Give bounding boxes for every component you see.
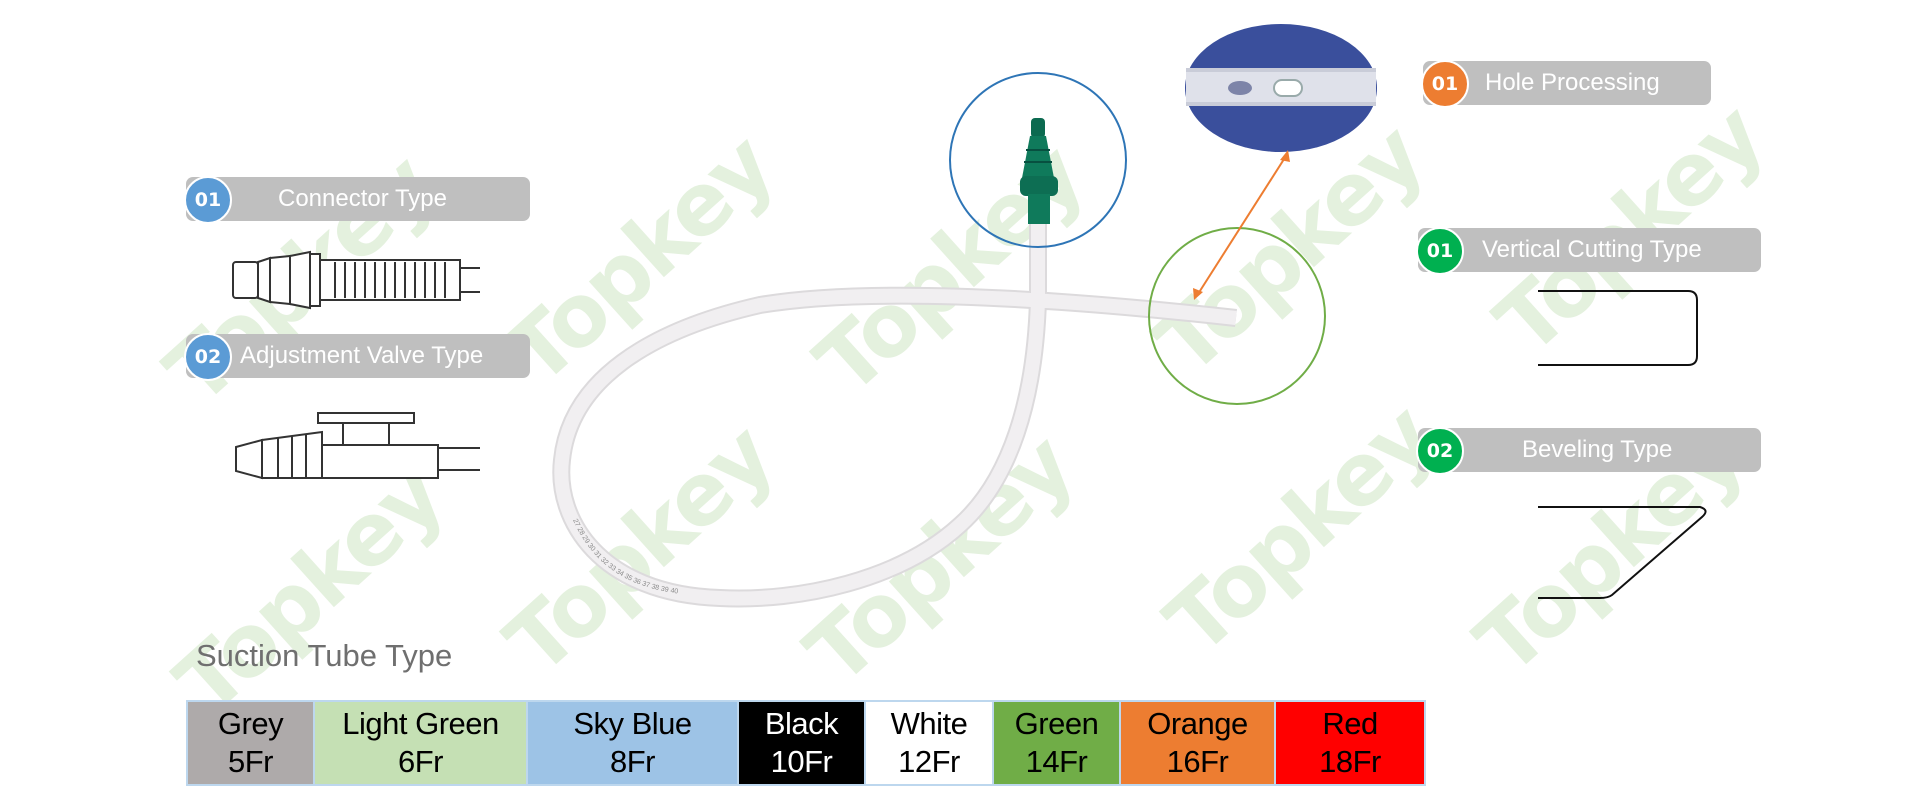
hole-inset-photo [1185,24,1377,152]
adjustment-valve-type-label: 02 Adjustment Valve Type [184,333,530,381]
french-size: 10Fr [770,744,833,779]
color-name: Light Green [342,706,499,741]
vertical-cutting-type-label: 01 Vertical Cutting Type [1416,227,1761,275]
section-title: Suction Tube Type [196,638,453,673]
french-size: 16Fr [1166,744,1229,779]
color-name: White [890,706,968,741]
color-name: Grey [217,706,284,741]
number-badge: 01 [184,176,232,224]
number-badge: 01 [1416,227,1464,275]
vertical-cut-tip-icon [1538,290,1698,366]
french-size: 8Fr [610,744,656,779]
color-name: Orange [1147,706,1248,741]
beveling-type-label: 02 Beveling Type [1416,427,1761,475]
number-badge: 02 [1416,427,1464,475]
green-connector-icon [1020,118,1058,224]
connector-highlight-circle [949,72,1127,248]
number-badge: 01 [1421,60,1469,108]
connector-type-label: 01 Connector Type [184,176,530,224]
label-text: Adjustment Valve Type [240,342,484,369]
french-size: 5Fr [228,744,274,779]
french-size: 14Fr [1025,744,1088,779]
label-text: Beveling Type [1522,436,1673,463]
suction-tube [552,222,1237,608]
color-name: Green [1014,706,1099,741]
adjustment-valve-drawing [235,412,480,480]
connector-type-drawing [232,250,480,310]
french-size: 18Fr [1319,744,1381,779]
french-size: 6Fr [398,744,444,779]
label-text: Connector Type [278,185,447,212]
number-badge: 02 [184,333,232,381]
arrow-icon [1193,150,1290,300]
bevel-tip-icon [1538,506,1707,599]
color-name: Black [764,706,839,741]
hole-processing-label: 01 Hole Processing [1421,60,1711,108]
color-name: Red [1322,706,1378,741]
color-name: Sky Blue [573,706,692,741]
tip-highlight-circle [1148,227,1326,405]
french-size: 12Fr [898,744,960,779]
label-text: Vertical Cutting Type [1482,236,1702,263]
label-text: Hole Processing [1485,69,1660,96]
